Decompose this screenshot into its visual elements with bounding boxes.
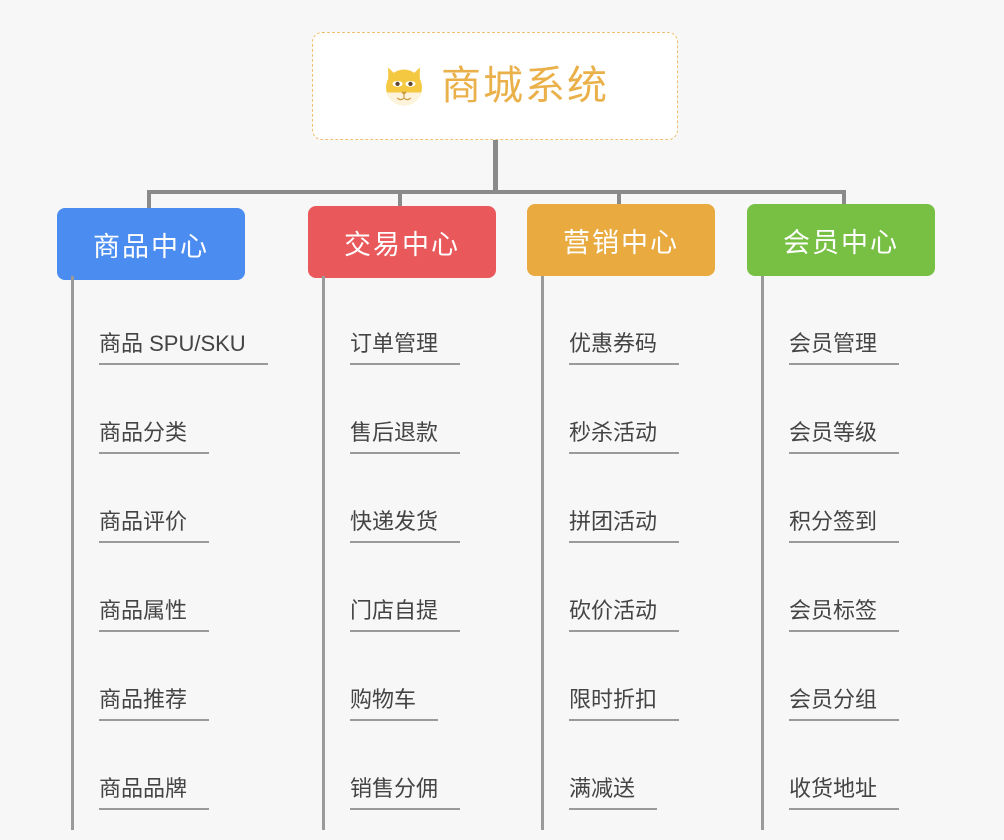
branch-node-3[interactable]: 会员中心	[747, 204, 935, 276]
leaf-label: 会员分组	[789, 687, 900, 721]
leaf-label: 会员管理	[789, 331, 900, 365]
leaf-rail-1	[322, 276, 325, 830]
dog-face-icon	[386, 67, 422, 106]
leaf-item[interactable]: 快递发货	[322, 454, 552, 543]
leaf-label: 会员等级	[789, 420, 900, 454]
leaf-label: 商品属性	[99, 598, 210, 632]
leaf-item[interactable]: 积分签到	[761, 454, 991, 543]
connector-drop-4	[842, 190, 846, 208]
leaf-item[interactable]: 购物车	[322, 632, 552, 721]
leaf-rail-3	[761, 276, 764, 830]
connector-drop-3	[617, 190, 621, 208]
branch-node-1[interactable]: 交易中心	[308, 206, 496, 278]
leaf-item[interactable]: 会员标签	[761, 543, 991, 632]
leaf-column-1: 订单管理 售后退款 快递发货 门店自提 购物车 销售分佣	[322, 276, 552, 830]
branch-node-2[interactable]: 营销中心	[527, 204, 715, 276]
leaf-label: 订单管理	[350, 331, 461, 365]
leaf-column-3: 会员管理 会员等级 积分签到 会员标签 会员分组 收货地址	[761, 276, 991, 830]
leaf-item[interactable]: 订单管理	[322, 276, 552, 365]
leaf-label: 限时折扣	[569, 687, 680, 721]
leaf-label: 商品品牌	[99, 776, 210, 810]
leaf-item[interactable]: 会员分组	[761, 632, 991, 721]
leaf-item[interactable]: 商品评价	[71, 454, 301, 543]
leaf-item[interactable]: 满减送	[541, 721, 771, 810]
connector-horizontal-bus	[149, 190, 846, 194]
leaf-item[interactable]: 门店自提	[322, 543, 552, 632]
leaf-item[interactable]: 商品属性	[71, 543, 301, 632]
leaf-label: 会员标签	[789, 598, 900, 632]
leaf-item[interactable]: 砍价活动	[541, 543, 771, 632]
leaf-item[interactable]: 优惠券码	[541, 276, 771, 365]
leaf-item[interactable]: 商品分类	[71, 365, 301, 454]
leaf-label: 拼团活动	[569, 509, 680, 543]
connector-drop-2	[398, 190, 402, 208]
leaf-item[interactable]: 秒杀活动	[541, 365, 771, 454]
leaf-item[interactable]: 售后退款	[322, 365, 552, 454]
leaf-item[interactable]: 商品推荐	[71, 632, 301, 721]
root-node[interactable]: 商城系统	[312, 32, 678, 140]
leaf-label: 门店自提	[350, 598, 461, 632]
leaf-label: 购物车	[350, 687, 439, 721]
leaf-item[interactable]: 商品品牌	[71, 721, 301, 810]
leaf-item[interactable]: 限时折扣	[541, 632, 771, 721]
leaf-item[interactable]: 拼团活动	[541, 454, 771, 543]
leaf-label: 售后退款	[350, 420, 461, 454]
leaf-rail-0	[71, 276, 74, 830]
leaf-label: 商品评价	[99, 509, 210, 543]
leaf-label: 商品推荐	[99, 687, 210, 721]
leaf-label: 秒杀活动	[569, 420, 680, 454]
leaf-label: 优惠券码	[569, 331, 680, 365]
leaf-label: 销售分佣	[350, 776, 461, 810]
branch-label-0: 商品中心	[93, 231, 209, 262]
leaf-label: 满减送	[569, 776, 658, 810]
branch-node-0[interactable]: 商品中心	[57, 208, 245, 280]
connector-drop-1	[147, 190, 151, 208]
branch-label-2: 营销中心	[563, 227, 679, 258]
branch-label-1: 交易中心	[344, 229, 460, 260]
leaf-label: 积分签到	[789, 509, 900, 543]
leaf-column-2: 优惠券码 秒杀活动 拼团活动 砍价活动 限时折扣 满减送	[541, 276, 771, 830]
leaf-label: 快递发货	[350, 509, 461, 543]
leaf-item[interactable]: 会员等级	[761, 365, 991, 454]
branch-label-3: 会员中心	[783, 227, 899, 258]
root-title: 商城系统	[441, 64, 609, 108]
leaf-item[interactable]: 会员管理	[761, 276, 991, 365]
leaf-item[interactable]: 销售分佣	[322, 721, 552, 810]
leaf-label: 商品 SPU/SKU	[99, 331, 268, 365]
leaf-column-0: 商品 SPU/SKU 商品分类 商品评价 商品属性 商品推荐 商品品牌	[71, 276, 301, 830]
connector-root-stem	[493, 140, 498, 192]
leaf-rail-2	[541, 276, 544, 830]
leaf-label: 收货地址	[789, 776, 900, 810]
leaf-item[interactable]: 收货地址	[761, 721, 991, 810]
leaf-label: 砍价活动	[569, 598, 680, 632]
leaf-label: 商品分类	[99, 420, 210, 454]
leaf-item[interactable]: 商品 SPU/SKU	[71, 276, 301, 365]
